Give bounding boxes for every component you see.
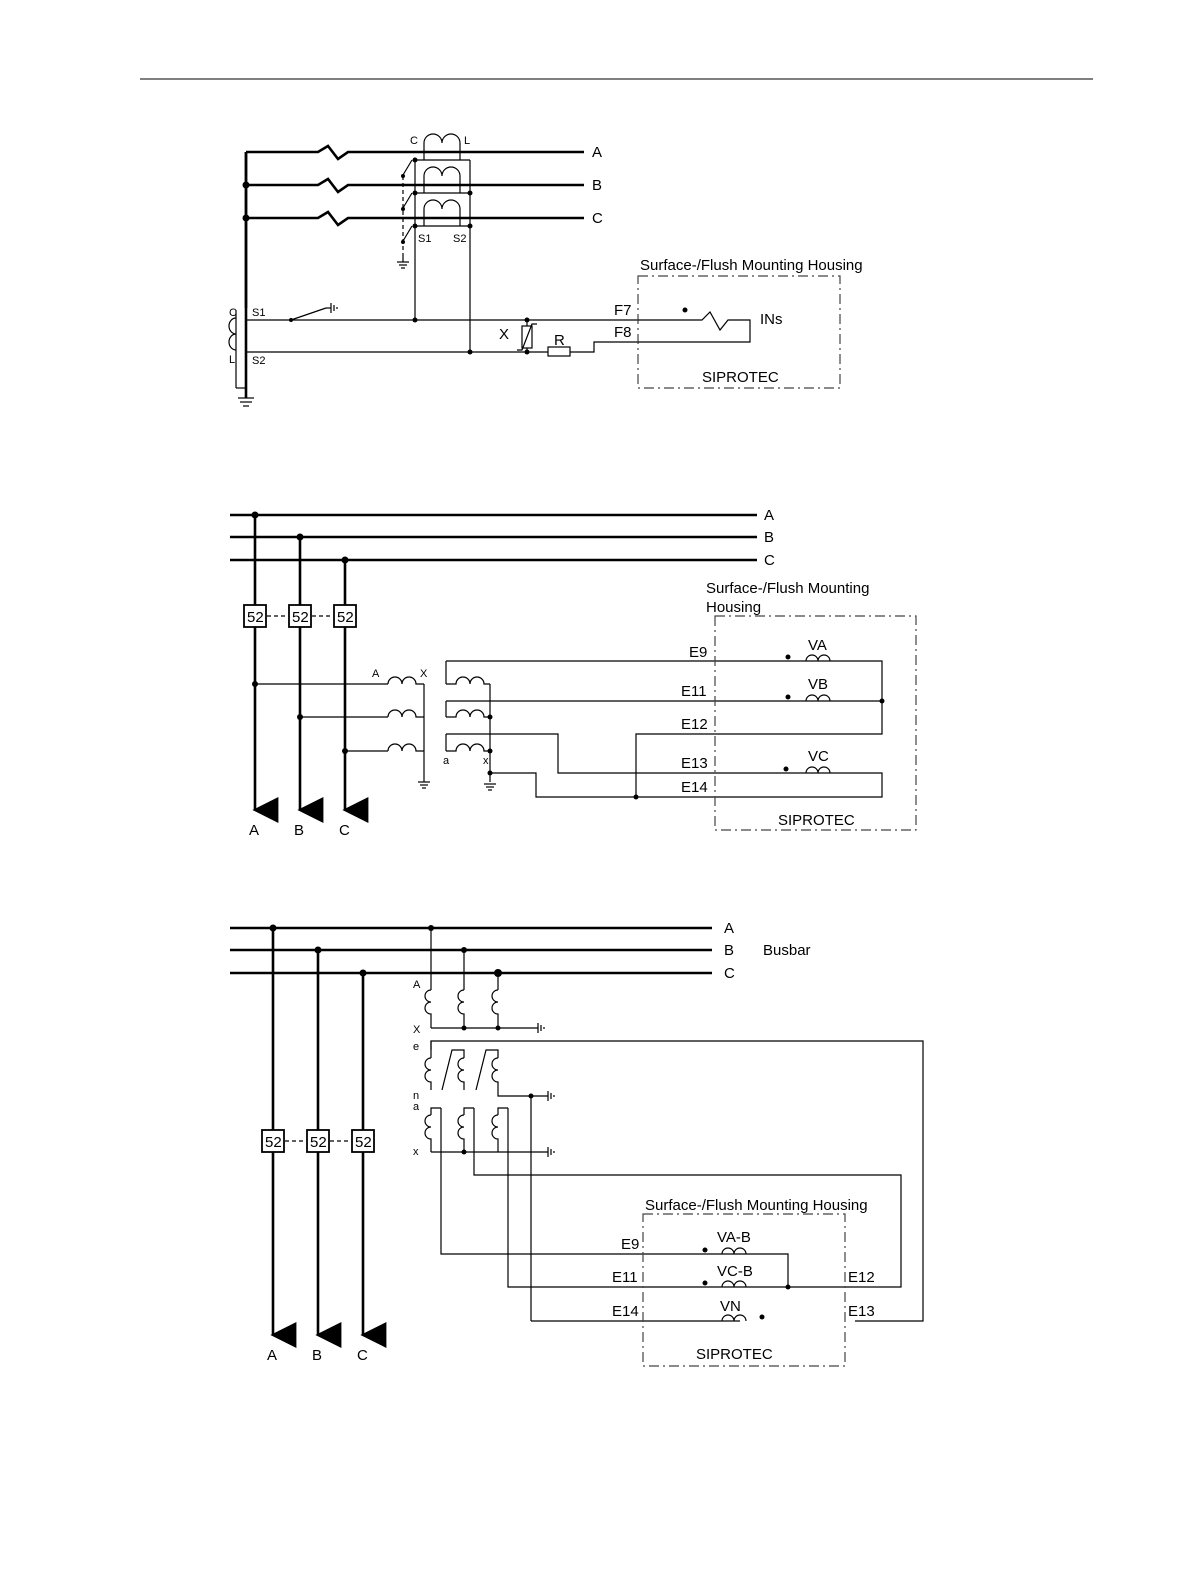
diagram1-device-label: SIPROTEC (702, 369, 779, 386)
diagram1-core-ct-terminal: S1 (252, 307, 265, 319)
diagram3-input-label: VN (720, 1298, 741, 1315)
diagram3-input-label: VA-B (717, 1229, 751, 1246)
diagram3-breaker-label: 52 (310, 1134, 327, 1151)
diagram3-phase-label: B (724, 942, 734, 959)
diagram3-vt-label: A (413, 979, 421, 991)
diagram1-phase-a-line (246, 146, 584, 159)
diagram1-ct-polarity: L (464, 135, 470, 147)
diagram2-input-label: VB (808, 676, 828, 693)
diagram2-terminal: E13 (681, 755, 708, 772)
diagram2-vt-label: x (483, 755, 489, 767)
diagram1-resistor-label: R (554, 332, 565, 349)
diagram3-output-label: B (312, 1347, 322, 1364)
diagram3-phase-label: A (724, 920, 734, 937)
diagram3-vt-label: e (413, 1041, 419, 1053)
diagram3-output-label: A (267, 1347, 277, 1364)
diagram1-varistor (517, 318, 537, 355)
diagram3-device-label: SIPROTEC (696, 1346, 773, 1363)
diagram2-vt-label: X (420, 668, 428, 680)
diagram2-terminal: E12 (681, 716, 708, 733)
diagram3-input-label: VC-B (717, 1263, 753, 1280)
diagram3-terminal-left: E14 (612, 1303, 639, 1320)
diagram1-ct-secondary: S2 (453, 233, 466, 245)
diagram1-housing-title: Surface-/Flush Mounting Housing (640, 257, 863, 274)
diagram1-phase-label: B (592, 177, 602, 194)
diagram3-vt-primary (425, 925, 544, 1033)
diagram2-phase-label: B (764, 529, 774, 546)
diagram1-phase-label: C (592, 210, 603, 227)
diagram1-core-ct (229, 318, 236, 350)
diagram1-varistor-label: X (499, 326, 509, 343)
diagram3-phase-label: C (724, 965, 735, 982)
diagram-2: A B C A B C 52 52 52 A X (230, 507, 916, 839)
diagram1-core-ct-terminal: S2 (252, 355, 265, 367)
diagram2-output-label: C (339, 822, 350, 839)
diagram3-breaker-label: 52 (355, 1134, 372, 1151)
diagram2-vt-label: A (372, 668, 380, 680)
diagram2-breaker-label: 52 (337, 609, 354, 626)
diagram1-core-ct-polarity: C (229, 307, 237, 319)
diagram2-input-label: VA (808, 637, 827, 654)
diagram2-vt-label: a (443, 755, 450, 767)
diagram2-device-label: SIPROTEC (778, 812, 855, 829)
diagram2-phase-label: C (764, 552, 775, 569)
diagram1-input-label: INs (760, 311, 783, 328)
diagram1-ct-secondary: S1 (418, 233, 431, 245)
diagram1-ct-polarity: C (410, 135, 418, 147)
diagram2-output-label: A (249, 822, 259, 839)
diagram3-vt-label: X (413, 1024, 421, 1036)
diagram3-terminal-right: E13 (848, 1303, 875, 1320)
diagram2-housing-title: Housing (706, 599, 761, 616)
diagram1-phase-label: A (592, 144, 602, 161)
diagram1-terminal: F8 (614, 324, 632, 341)
diagram-1: A B C (229, 134, 863, 406)
diagram2-terminal: E14 (681, 779, 708, 796)
diagram3-terminal-left: E11 (612, 1269, 638, 1286)
diagram2-phase-label: A (764, 507, 774, 524)
diagram3-busbar-label: Busbar (763, 942, 811, 959)
diagram2-housing-title: Surface-/Flush Mounting (706, 580, 869, 597)
diagram3-terminal-right: E12 (848, 1269, 875, 1286)
diagram2-breaker-label: 52 (292, 609, 309, 626)
diagram3-output-label: C (357, 1347, 368, 1364)
diagram1-core-ct-polarity: L (229, 354, 235, 366)
diagram2-input-label: VC (808, 748, 829, 765)
diagram2-breaker-label: 52 (247, 609, 264, 626)
diagram2-terminal: E9 (689, 644, 707, 661)
diagram3-terminal-left: E9 (621, 1236, 639, 1253)
diagram3-housing-title: Surface-/Flush Mounting Housing (645, 1197, 868, 1214)
diagram2-output-label: B (294, 822, 304, 839)
diagram-3: A B C Busbar A B C 52 52 52 (230, 920, 923, 1366)
diagram3-vt-label: a (413, 1101, 420, 1113)
diagram3-vt-label: x (413, 1146, 419, 1158)
diagram3-breaker-label: 52 (265, 1134, 282, 1151)
diagram2-terminal: E11 (681, 683, 707, 700)
diagram1-terminal: F7 (614, 302, 632, 319)
